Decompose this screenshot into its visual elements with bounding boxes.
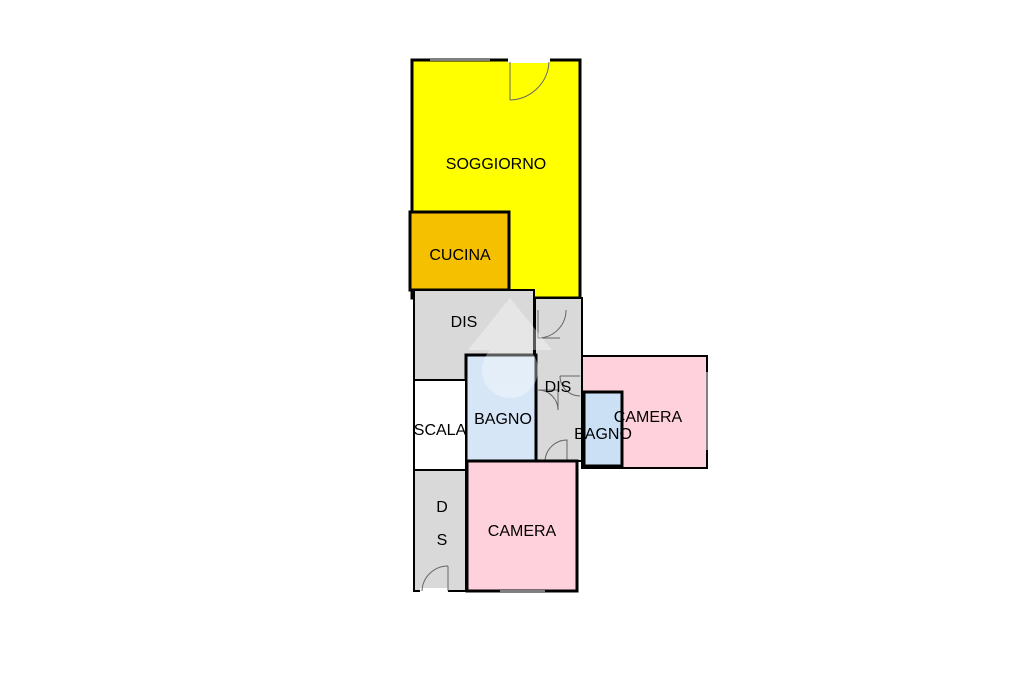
watermark-logo: [468, 298, 552, 398]
door-gap-entry: [420, 588, 448, 594]
label-dis-mid: DIS: [545, 379, 572, 396]
label-dis-bottom-top: D: [436, 499, 448, 516]
door-swing-bagno-left: [537, 389, 559, 411]
door-swing-camera-bottom: [544, 439, 568, 463]
label-cucina: CUCINA: [429, 247, 491, 264]
room-camera-bottom: [465, 459, 579, 593]
label-bagno-right: BAGNO: [574, 426, 632, 443]
label-camera-right: CAMERA: [614, 409, 683, 426]
door-swing-dis-mid: [559, 375, 581, 397]
label-camera-bottom: CAMERA: [488, 523, 557, 540]
label-dis-top: DIS: [451, 314, 478, 331]
label-dis-bottom-bottom: S: [437, 532, 448, 549]
room-scala: [413, 379, 467, 471]
door-swing-corridor-top: [537, 309, 567, 339]
label-scala: SCALA: [414, 422, 467, 439]
room-dis-bottom: [413, 469, 467, 592]
label-bagno-left: BAGNO: [474, 411, 532, 428]
door-swing-entry: [421, 565, 449, 592]
room-cucina: [408, 210, 511, 292]
room-bagno-right: [582, 390, 624, 468]
label-soggiorno: SOGGIORNO: [446, 156, 546, 173]
room-bagno-left: [464, 353, 538, 463]
door-gap-soggiorno: [508, 57, 550, 63]
door-swing-soggiorno: [509, 61, 550, 101]
